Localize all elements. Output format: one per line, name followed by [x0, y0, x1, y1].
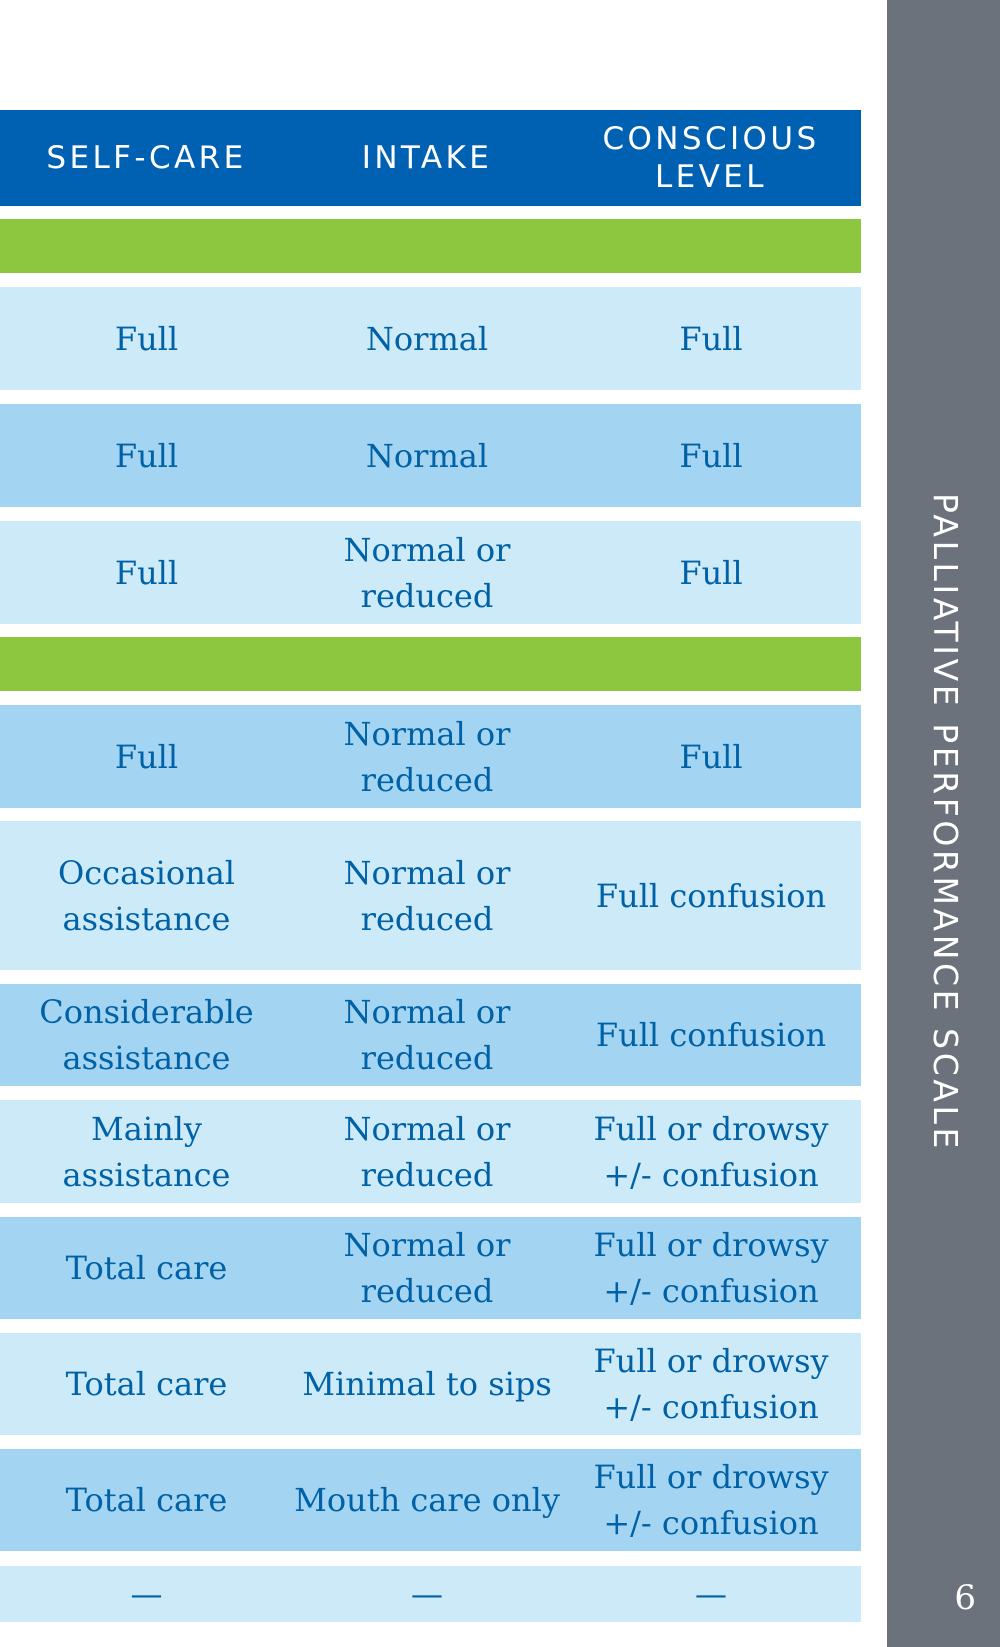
cell-self-care: Full	[114, 553, 179, 592]
cell-self-care: Mainly assistance	[62, 1109, 231, 1194]
table-row: Occasional assistance Normal or reduced …	[0, 821, 861, 970]
cell-conscious-level: Full	[679, 737, 743, 776]
cell-intake: Normal or reduced	[343, 1109, 511, 1194]
table-row: Full Normal or reduced Full	[0, 521, 861, 624]
cell-intake: Normal or reduced	[343, 993, 511, 1077]
cell-intake: Mouth care only	[294, 1481, 560, 1519]
cell-intake: Normal or reduced	[343, 1226, 511, 1310]
table-row: Considerable assistance Normal or reduce…	[0, 984, 861, 1086]
header-self-care: SELF-CARE	[46, 140, 247, 176]
sidebar: PALLIATIVE PERFORMANCE SCALE 6	[887, 0, 1000, 1647]
cell-self-care: Full	[114, 737, 179, 776]
section-band-1	[0, 219, 861, 273]
sidebar-title-container: PALLIATIVE PERFORMANCE SCALE	[925, 493, 965, 1152]
cell-intake: Normal or reduced	[343, 530, 511, 615]
cell-intake: Normal	[365, 436, 489, 475]
cell-conscious-level: Full or drowsy +/- confusion	[593, 1109, 829, 1194]
section-band-2	[0, 637, 861, 691]
cell-conscious-level: Full	[679, 436, 743, 475]
table-row: Full Normal Full	[0, 287, 861, 390]
cell-conscious-level: Full confusion	[595, 1016, 827, 1054]
table-row: Total care Minimal to sips Full or drows…	[0, 1333, 861, 1435]
table-row: Mainly assistance Normal or reduced Full…	[0, 1100, 861, 1203]
cell-conscious-level: Full	[679, 553, 743, 592]
cell-intake: Normal	[365, 319, 489, 358]
cell-intake: —	[411, 1575, 443, 1613]
table-row: Full Normal Full	[0, 404, 861, 507]
cell-conscious-level: Full or drowsy +/- confusion	[593, 1458, 829, 1542]
cell-self-care: Full	[114, 319, 179, 358]
cell-intake: Normal or reduced	[343, 853, 511, 938]
cell-self-care: Total care	[65, 1249, 228, 1287]
cell-conscious-level: Full or drowsy +/- confusion	[593, 1226, 829, 1310]
cell-self-care: Total care	[65, 1365, 228, 1403]
cell-self-care: Occasional assistance	[58, 853, 235, 938]
cell-self-care: —	[130, 1575, 163, 1613]
cell-conscious-level: Full or drowsy +/- confusion	[593, 1342, 829, 1426]
page-number: 6	[954, 1578, 976, 1618]
header-intake: INTAKE	[361, 140, 493, 176]
table-row: — — —	[0, 1566, 861, 1622]
cell-self-care: Considerable assistance	[39, 993, 254, 1077]
table-header: SELF-CARE INTAKE CONSCIOUS LEVEL	[0, 110, 861, 206]
header-conscious-level: CONSCIOUS LEVEL	[602, 121, 820, 195]
cell-conscious-level: —	[695, 1575, 727, 1613]
cell-self-care: Full	[114, 436, 179, 475]
cell-conscious-level: Full	[679, 319, 743, 358]
cell-conscious-level: Full confusion	[595, 876, 827, 915]
table-row: Total care Normal or reduced Full or dro…	[0, 1217, 861, 1319]
cell-intake: Normal or reduced	[343, 714, 511, 799]
sidebar-title: PALLIATIVE PERFORMANCE SCALE	[926, 492, 965, 1152]
table-row: Full Normal or reduced Full	[0, 705, 861, 808]
table-row: Total care Mouth care only Full or drows…	[0, 1449, 861, 1551]
cell-self-care: Total care	[65, 1481, 228, 1519]
cell-intake: Minimal to sips	[302, 1365, 552, 1403]
